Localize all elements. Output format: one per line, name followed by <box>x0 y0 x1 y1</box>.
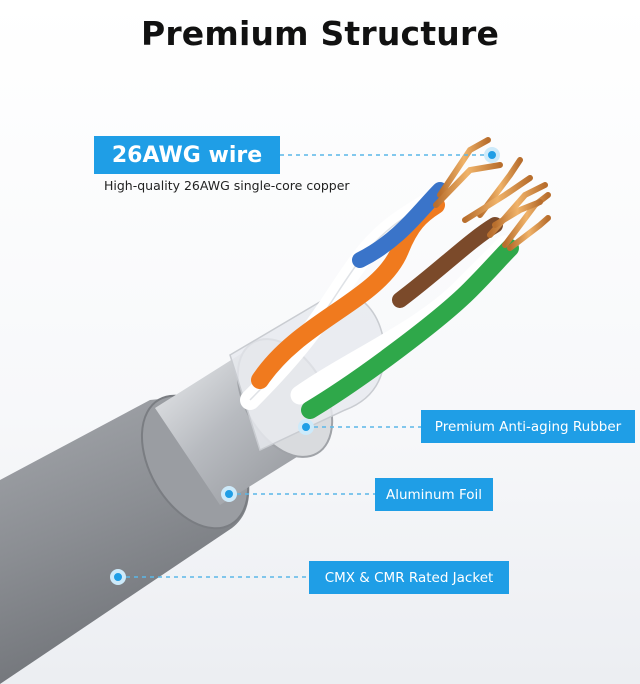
jacket-callout-label: CMX & CMR Rated Jacket <box>309 561 509 594</box>
foil-callout-label: Aluminum Foil <box>375 478 493 511</box>
jacket-callout-dot <box>110 569 126 585</box>
rubber-callout-label: Premium Anti-aging Rubber <box>421 410 635 443</box>
rubber-callout-dot <box>298 419 314 435</box>
leader-lines <box>118 154 492 578</box>
foil-callout-dot <box>221 486 237 502</box>
twisted-pairs <box>240 182 519 419</box>
copper-conductors <box>433 137 551 251</box>
wire-callout-dot <box>484 147 500 163</box>
page-title: Premium Structure <box>140 14 500 53</box>
wire-callout-subtitle: High-quality 26AWG single-core copper <box>104 178 350 193</box>
wire-callout-label: 26AWG wire <box>94 136 280 174</box>
